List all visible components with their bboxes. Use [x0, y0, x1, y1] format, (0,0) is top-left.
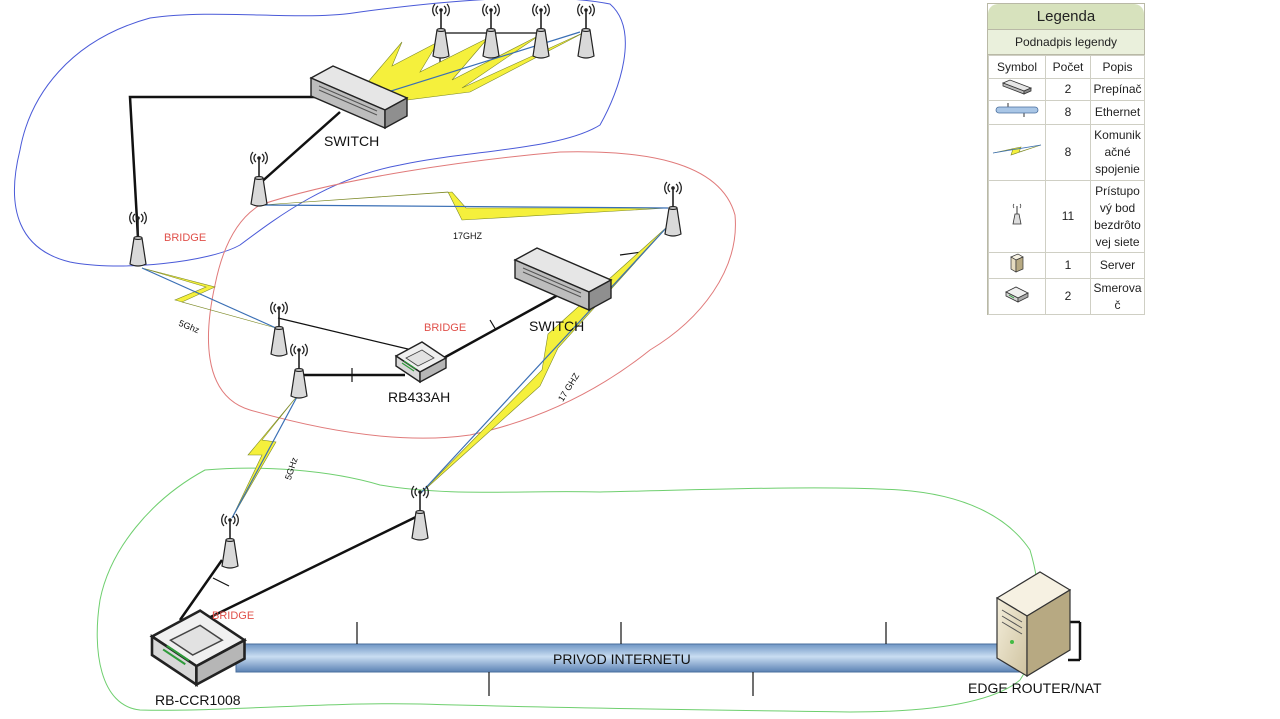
- legend-header-symbol: Symbol: [988, 55, 1046, 79]
- legend-count: 11: [1045, 180, 1091, 253]
- legend-row: 8 Komunik ačné spojenie: [988, 124, 1145, 181]
- internet-pipe-label: PRIVOD INTERNETU: [553, 651, 691, 667]
- switch-icon: [988, 78, 1046, 101]
- antenna-icon: [289, 343, 309, 399]
- antenna-icon: [531, 3, 551, 59]
- antenna-icon: [410, 485, 430, 541]
- legend-row: 2 Smerova č: [988, 278, 1145, 315]
- legend-desc: Prístupo vý bod bezdrôto vej siete: [1090, 180, 1145, 253]
- legend-header-desc: Popis: [1090, 55, 1145, 79]
- antenna-icon: [431, 3, 451, 59]
- legend-desc: Komunik ačné spojenie: [1090, 124, 1145, 181]
- bridge-label-bottom: BRIDGE: [212, 610, 255, 622]
- antenna-icon: [128, 211, 148, 267]
- legend-title: Legenda: [988, 4, 1144, 30]
- internet-pipe: [235, 643, 1021, 673]
- switch-label-mid: SWITCH: [529, 318, 585, 334]
- server-label-edge: EDGE ROUTER/NAT: [968, 680, 1102, 696]
- legend-table: Symbol Počet Popis 2 Prepínač 8 Ethernet…: [988, 55, 1145, 315]
- legend-row: 1 Server: [988, 252, 1145, 279]
- legend-row: 2 Prepínač: [988, 78, 1145, 101]
- switch-label-top: SWITCH: [324, 133, 380, 149]
- antenna-icon: [663, 181, 683, 237]
- legend-count: 8: [1045, 100, 1091, 125]
- legend-header-count: Počet: [1045, 55, 1091, 79]
- antenna-icon: [269, 301, 289, 357]
- router-label-rb433: RB433AH: [388, 389, 451, 405]
- legend-count: 8: [1045, 124, 1091, 181]
- antenna-icon: [220, 513, 240, 569]
- router-icon: [988, 278, 1046, 315]
- legend-row: 11 Prístupo vý bod bezdrôto vej siete: [988, 180, 1145, 253]
- legend-desc: Prepínač: [1090, 78, 1145, 101]
- legend-count: 2: [1045, 78, 1091, 101]
- ethernet-icon: [988, 100, 1046, 125]
- antenna-icon: [481, 3, 501, 59]
- legend-count: 2: [1045, 278, 1091, 315]
- legend-desc: Ethernet: [1090, 100, 1145, 125]
- bridge-label-left: BRIDGE: [164, 232, 207, 244]
- server-icon: [995, 571, 1072, 678]
- legend-subtitle: Podnadpis legendy: [988, 30, 1144, 55]
- antenna-icon: [576, 3, 596, 59]
- zone-outline-bottom: [96, 467, 1040, 713]
- link-label-17ghz-top: 17GHZ: [453, 231, 483, 241]
- zone-outline-top: [13, 0, 626, 267]
- bridge-label-mid: BRIDGE: [424, 322, 467, 334]
- lightning-icon: [988, 124, 1046, 181]
- zone-outline-mid: [208, 151, 736, 439]
- legend-count: 1: [1045, 252, 1091, 279]
- legend-desc: Server: [1090, 252, 1145, 279]
- legend-row: 8 Ethernet: [988, 100, 1145, 125]
- legend-desc: Smerova č: [1090, 278, 1145, 315]
- ethernet-links: [128, 95, 1082, 662]
- legend: Legenda Podnadpis legendy Symbol Počet P…: [987, 3, 1145, 315]
- router-label-ccr: RB-CCR1008: [155, 692, 241, 708]
- switch-icon: [514, 247, 612, 311]
- server-icon: [988, 252, 1046, 279]
- antenna-icon: [988, 180, 1046, 253]
